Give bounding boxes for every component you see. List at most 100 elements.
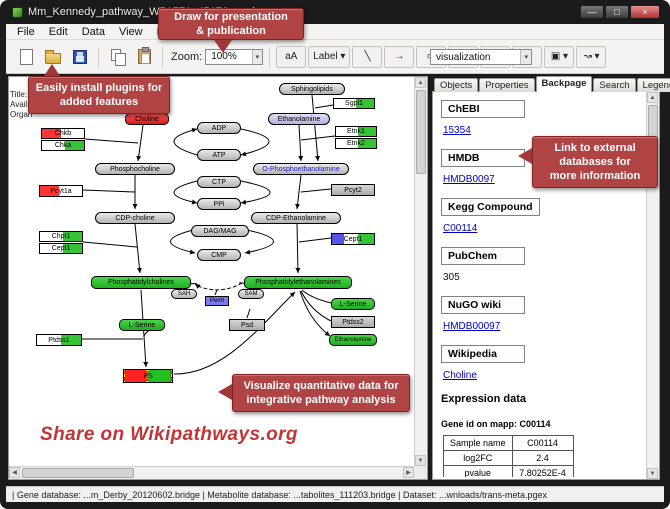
database-name: Wikipedia xyxy=(441,345,525,363)
pathway-node-chka[interactable]: Chka xyxy=(41,140,85,151)
database-name: HMDB xyxy=(441,149,525,167)
pathway-node-phosphatidylethanolamines[interactable]: Phosphatidylethanolamines xyxy=(244,276,352,289)
scroll-up-icon[interactable]: ▲ xyxy=(415,77,426,88)
tab-properties[interactable]: Properties xyxy=(479,78,535,92)
selection-handle[interactable] xyxy=(145,370,150,372)
connector-tool[interactable]: ↝ ▾ xyxy=(576,45,607,68)
pathway-node-etnk2[interactable]: Etnk2 xyxy=(335,138,377,149)
pathway-node-ethanolamine[interactable]: Ethanolamine xyxy=(329,334,377,346)
database-id-link[interactable]: C00114 xyxy=(443,223,478,234)
canvas-vertical-scrollbar[interactable]: ▲ ▼ xyxy=(414,77,427,466)
minimize-button[interactable]: — xyxy=(580,5,604,19)
label-tool[interactable]: Label ▾ xyxy=(308,45,351,68)
visualization-combobox[interactable]: visualization ▾ xyxy=(430,49,532,65)
save-button[interactable] xyxy=(68,45,92,69)
pathway-node-l-serine[interactable]: L-Serine xyxy=(119,319,165,331)
scroll-down-icon[interactable]: ▼ xyxy=(647,468,658,479)
open-file-button[interactable] xyxy=(41,45,65,69)
callout-draw: Draw for presentation & publication xyxy=(158,8,304,40)
scroll-down-icon[interactable]: ▼ xyxy=(415,455,426,466)
vertical-scroll-thumb[interactable] xyxy=(416,90,426,174)
info-line: Organ xyxy=(10,110,33,119)
callout-line: Link to external xyxy=(554,141,636,154)
close-button[interactable]: × xyxy=(630,5,660,19)
info-line: Avail xyxy=(10,100,28,109)
pathway-node-pcyt2[interactable]: Pcyt2 xyxy=(331,184,375,196)
pathway-node-sphingolipids[interactable]: Sphingolipids xyxy=(279,83,345,95)
pathway-node-sah[interactable]: SAH xyxy=(171,289,197,299)
menu-data[interactable]: Data xyxy=(81,25,105,38)
database-id-link[interactable]: 15354 xyxy=(443,125,471,136)
pathway-node-dag-mag[interactable]: DAG/MAG xyxy=(191,225,249,237)
callout-arrow-up xyxy=(44,64,60,76)
pathway-node-cdp-choline[interactable]: CDP-choline xyxy=(95,212,175,224)
pathway-node-sgpl1[interactable]: Sgpl1 xyxy=(333,98,375,109)
tab-legend[interactable]: Legend xyxy=(636,78,670,92)
scroll-up-icon[interactable]: ▲ xyxy=(647,92,658,103)
line-tool[interactable]: ╲ xyxy=(352,45,383,68)
menu-edit[interactable]: Edit xyxy=(48,25,68,38)
pathway-node-chpt1[interactable]: Chpt1 xyxy=(39,231,83,242)
text-tool[interactable]: aA xyxy=(276,45,307,68)
pathway-node-atp[interactable]: ATP xyxy=(197,149,241,161)
scroll-right-icon[interactable]: ▶ xyxy=(403,467,414,478)
database-id-link[interactable]: HMDB0097 xyxy=(443,174,495,185)
pathway-node-ethanolamine[interactable]: Ethanolamine xyxy=(268,113,330,125)
pathway-node-l-serine[interactable]: L-Serine xyxy=(331,298,375,310)
pathway-node-cept1[interactable]: Cept1 xyxy=(39,243,83,254)
menu-bar: FileEditDataViewPluginsHelp xyxy=(6,24,664,40)
pathway-node-o-phosphoethanolamine[interactable]: O-Phosphoethanolamine xyxy=(253,163,349,175)
maximize-button[interactable]: □ xyxy=(605,5,629,19)
pathway-node-ctp[interactable]: CTP xyxy=(197,176,241,188)
selection-handle[interactable] xyxy=(170,373,172,378)
pathway-node-phosphatidylcholines[interactable]: Phosphatidylcholines xyxy=(91,276,191,289)
pathway-node-phosphocholine[interactable]: Phosphocholine xyxy=(95,163,175,175)
arrow-tool[interactable]: → xyxy=(384,45,415,68)
new-file-button[interactable] xyxy=(14,45,38,69)
datanode-tool[interactable]: ▣ ▾ xyxy=(544,45,575,68)
pathway-node-pcyt1a[interactable]: Pcyt1a xyxy=(39,185,83,197)
pathway-node-sam[interactable]: SAM xyxy=(238,289,264,299)
pathway-node-etnk1[interactable]: Etnk1 xyxy=(335,126,377,137)
pathway-node-ppi[interactable]: PPi xyxy=(197,198,241,210)
database-id-link[interactable]: Choline xyxy=(443,370,477,381)
callout-link: Link to external databases for more info… xyxy=(532,136,658,188)
selection-handle[interactable] xyxy=(124,373,126,378)
copy-button[interactable] xyxy=(105,45,129,69)
menu-file[interactable]: File xyxy=(17,25,35,38)
tab-backpage[interactable]: Backpage xyxy=(535,76,593,92)
pathway-node-ps[interactable]: PS xyxy=(123,369,173,383)
pathway-node-ptdss2[interactable]: Ptdss2 xyxy=(331,316,375,328)
tab-objects[interactable]: Objects xyxy=(434,78,479,92)
share-annotation: Share on Wikipathways.org xyxy=(40,424,298,445)
selection-handle[interactable] xyxy=(124,370,126,372)
canvas-horizontal-scrollbar[interactable]: ◀ ▶ xyxy=(9,466,414,479)
pathway-node-ptdss1[interactable]: Ptdss1 xyxy=(36,334,82,346)
status-text: | Gene database: ...m_Derby_20120602.bri… xyxy=(12,489,548,500)
table-cell: Sample name xyxy=(443,435,513,451)
pathway-node-choline[interactable]: Choline xyxy=(125,113,169,125)
selection-handle[interactable] xyxy=(124,380,126,382)
pathway-node-adp[interactable]: ADP xyxy=(197,122,241,134)
tab-search[interactable]: Search xyxy=(593,78,636,92)
scroll-left-icon[interactable]: ◀ xyxy=(9,467,20,478)
database-id-link[interactable]: HMDB00097 xyxy=(443,321,501,332)
pathway-node-chkb[interactable]: Chkb xyxy=(41,128,85,139)
pathway-node-cdp-ethanolamine[interactable]: CDP-Ethanolamine xyxy=(251,212,341,224)
paste-button[interactable] xyxy=(132,45,156,69)
selection-handle[interactable] xyxy=(170,380,172,382)
horizontal-scroll-thumb[interactable] xyxy=(22,468,134,478)
pathway-node-cmp[interactable]: CMP xyxy=(197,249,241,261)
menu-view[interactable]: View xyxy=(118,25,143,38)
callout-visualize: Visualize quantitative data for integrat… xyxy=(232,374,410,412)
toolbar-separator xyxy=(98,46,99,67)
pathway-node-pemt[interactable]: Pemt xyxy=(205,296,229,306)
pathway-node-cept1[interactable]: Cept1 xyxy=(331,233,375,245)
selection-handle[interactable] xyxy=(170,370,172,372)
pathway-node-psd[interactable]: Psd xyxy=(229,319,265,331)
selection-handle[interactable] xyxy=(145,380,150,382)
